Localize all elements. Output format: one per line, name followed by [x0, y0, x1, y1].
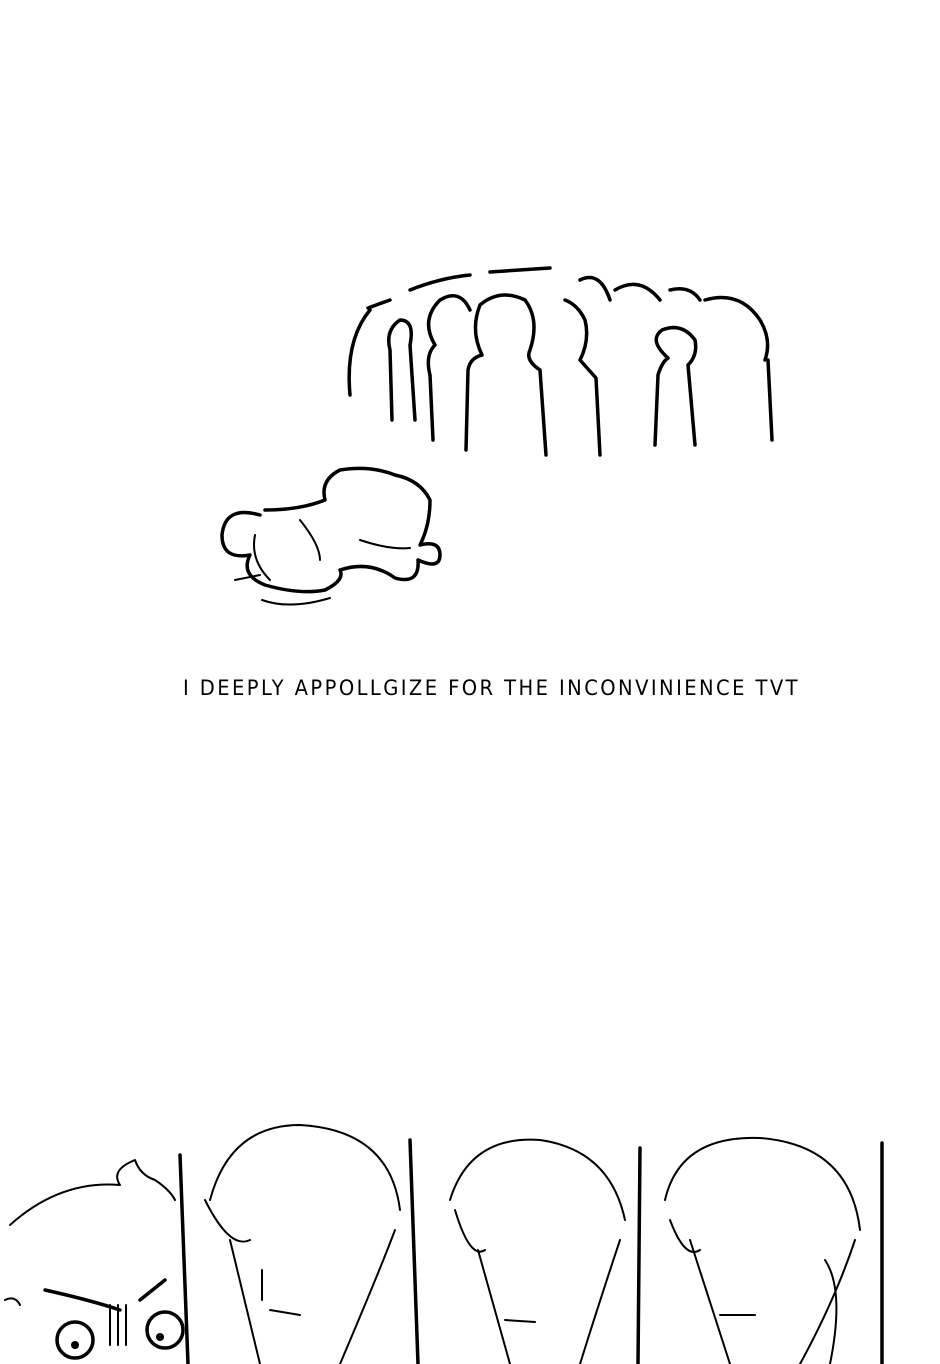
caption-text: I DEEPLY APPOLLGIZE FOR THE INCONVINIENC… [183, 676, 800, 700]
bowing-figure [220, 466, 442, 606]
crowd-silhouettes [347, 266, 774, 457]
bottom-panels [4, 1124, 884, 1364]
